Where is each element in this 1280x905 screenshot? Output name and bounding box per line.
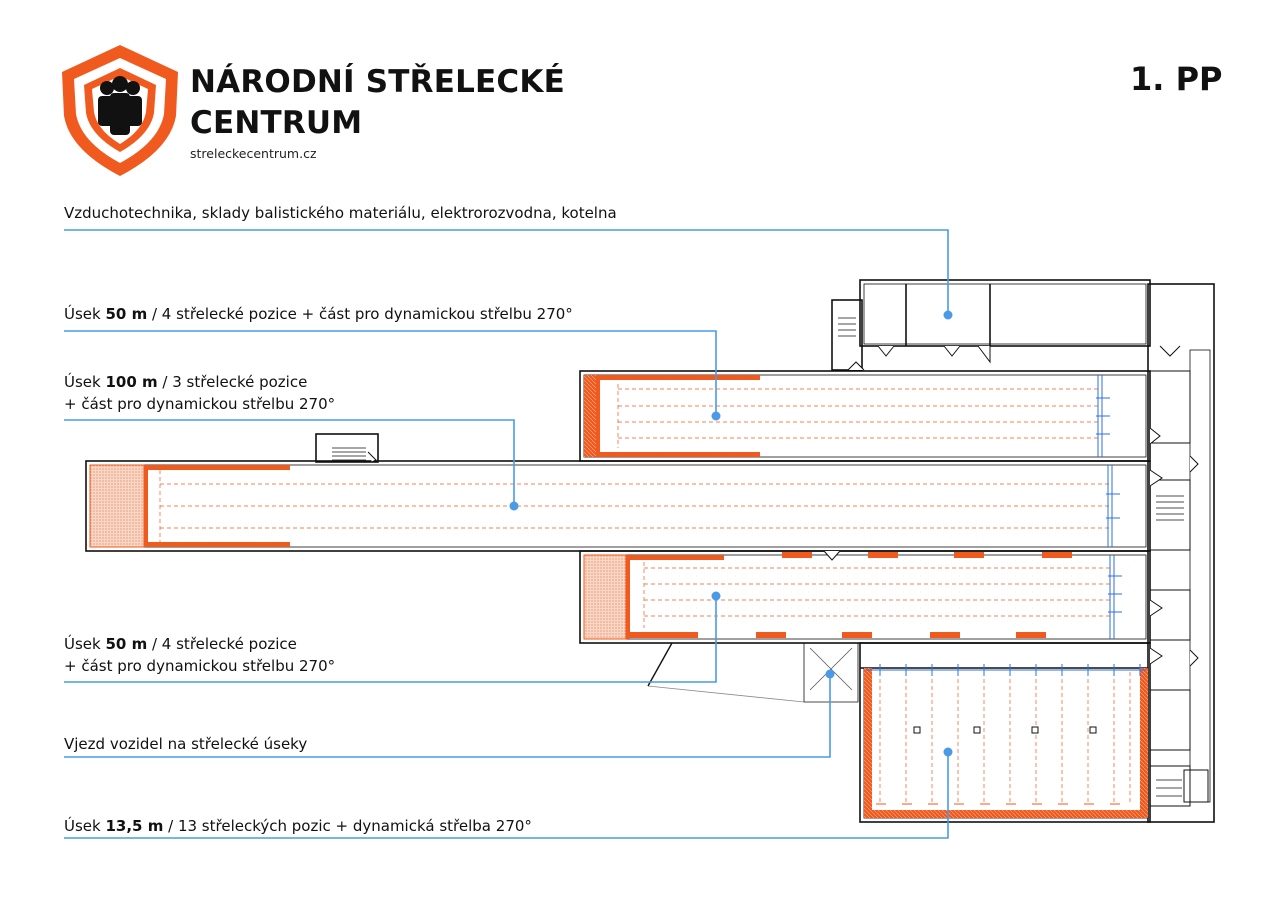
columns: [913, 726, 1097, 734]
vehicle-ramp: [647, 642, 853, 703]
annotation-technical-rooms: Vzduchotechnika, sklady balistického mat…: [64, 204, 617, 222]
firing-lines: [866, 375, 1146, 676]
callout-lines: [64, 229, 949, 839]
annotation-50m-upper: Úsek 50 m / 4 střelecké pozice + část pr…: [64, 305, 573, 323]
brand-name: NÁRODNÍ STŘELECKÉ CENTRUM: [190, 64, 565, 141]
floor-label: 1. PP: [1130, 60, 1223, 98]
shooting-lanes: [159, 384, 1131, 805]
annotation-vehicle-entry: Vjezd vozidel na střelecké úseky: [64, 735, 308, 753]
annotation-50m-lower: Úsek 50 m / 4 střelecké pozice + část pr…: [64, 635, 336, 675]
annotation-13-5m: Úsek 13,5 m / 13 střeleckých pozic + dyn…: [64, 817, 532, 835]
staircase: [332, 317, 1184, 797]
callout-dots: [509, 310, 953, 757]
bullet-trap: [583, 554, 627, 640]
bullet-trap: [89, 464, 145, 548]
range-walls: [144, 375, 1148, 818]
shield-people-icon: [62, 45, 178, 176]
door-symbols: [367, 345, 1199, 667]
annotation-100m: Úsek 100 m / 3 střelecké pozice + část p…: [64, 373, 336, 413]
brand-url[interactable]: streleckecentrum.cz: [190, 146, 317, 161]
